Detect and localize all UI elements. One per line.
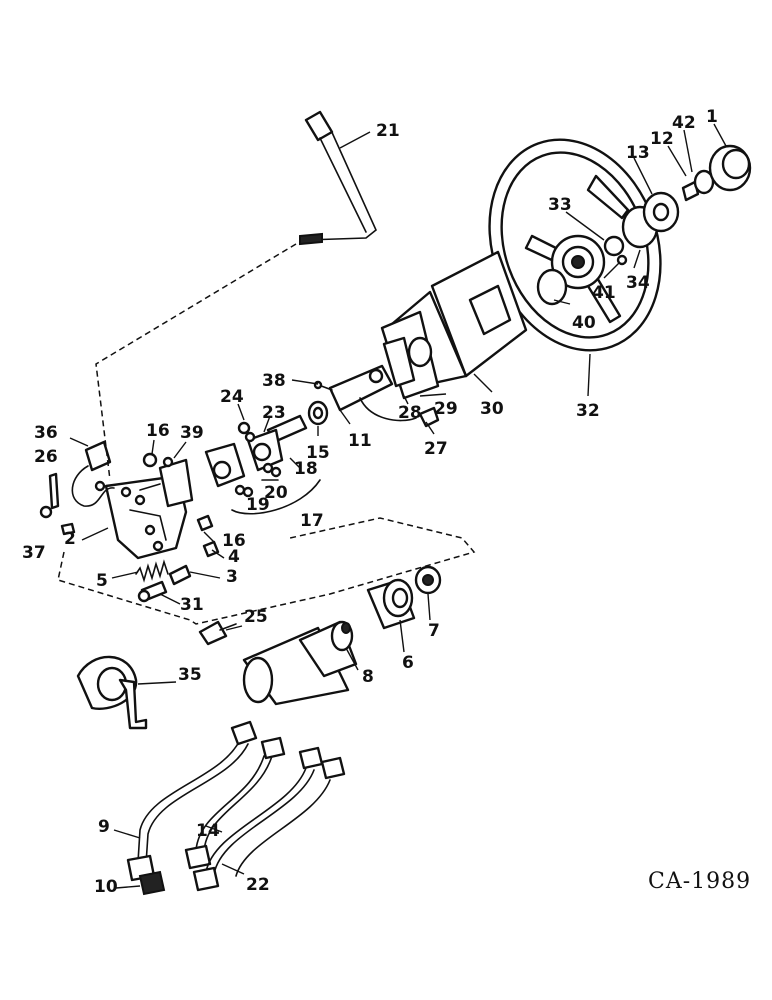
callout-label: 19	[246, 495, 270, 515]
callout-label: 35	[178, 665, 202, 685]
callout-label: 25	[244, 607, 268, 627]
callout-label: 6	[402, 653, 414, 673]
callout-label: 11	[348, 431, 372, 451]
callout-label: 41	[592, 283, 616, 303]
callout-label: 30	[480, 399, 504, 419]
spring-part	[135, 559, 169, 583]
callout-label: 42	[672, 113, 696, 133]
drawing-code: CA-1989	[648, 869, 751, 894]
callout-label: 29	[434, 399, 458, 419]
callout-label: 7	[428, 621, 440, 641]
universal-joint-part	[204, 414, 321, 515]
callout-label: 8	[362, 667, 374, 687]
callout-label: 24	[220, 387, 244, 407]
callout-label: 15	[306, 443, 330, 463]
bolt-part	[39, 472, 76, 536]
callout-label: 28	[398, 403, 422, 423]
callout-label: 32	[576, 401, 600, 421]
callout-label: 20	[264, 483, 288, 503]
callout-label: 14	[196, 821, 220, 841]
callout-label: 16	[146, 421, 170, 441]
callout-label: 16	[222, 531, 246, 551]
callout-label: 9	[98, 817, 110, 837]
leader-lines	[69, 123, 727, 889]
callout-label: 10	[94, 877, 118, 897]
callout-label: 2	[64, 529, 76, 549]
callout-label: 38	[262, 371, 286, 391]
callout-label: 13	[626, 143, 650, 163]
callout-label: 34	[626, 273, 650, 293]
callout-label: 40	[572, 313, 596, 333]
motor-part	[242, 620, 358, 706]
switch-part	[71, 440, 115, 507]
terminal-part	[198, 620, 228, 646]
callout-labels: 1 12 42 13 33 34 41 40 32 30 29 28 27 38…	[22, 107, 718, 897]
callout-label: 1	[706, 107, 718, 127]
callout-label: 31	[180, 595, 204, 615]
steering-lever-part	[299, 110, 377, 246]
callout-label: 17	[300, 511, 324, 531]
column-shaft-part	[313, 364, 440, 428]
valve-cover-part	[366, 578, 416, 630]
callout-label: 18	[294, 459, 318, 479]
pin-part	[168, 564, 192, 586]
callout-label: 39	[180, 423, 204, 443]
horn-part	[76, 655, 148, 730]
nut-part	[142, 452, 158, 468]
callout-label: 26	[34, 447, 58, 467]
callout-label: 23	[262, 403, 286, 423]
callout-label: 5	[96, 571, 108, 591]
callout-label: 4	[228, 547, 240, 567]
callout-label: 27	[424, 439, 448, 459]
callout-label: 37	[22, 543, 46, 563]
callout-label: 22	[246, 875, 270, 895]
column-cover-part	[380, 250, 528, 400]
hub-cap-parts	[603, 144, 752, 266]
assembly-dashed-outline	[95, 243, 297, 481]
callout-label: 21	[376, 121, 400, 141]
hydraulic-lines-part	[126, 720, 346, 896]
callout-label: 12	[650, 129, 674, 149]
mounting-bracket-part	[104, 458, 194, 560]
callout-label: 3	[226, 567, 238, 587]
callout-label: 36	[34, 423, 58, 443]
callout-label: 33	[548, 195, 572, 215]
